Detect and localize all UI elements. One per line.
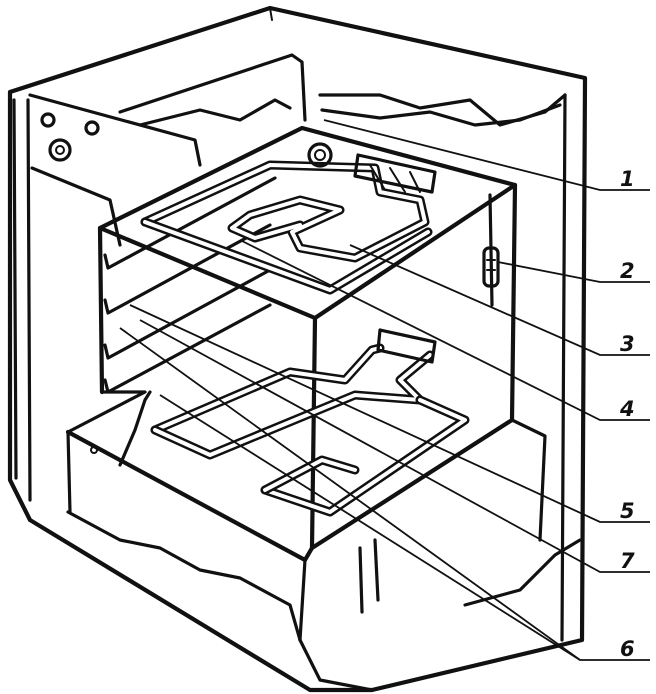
callout-2: 2 [620, 259, 635, 283]
callout-4: 4 [619, 397, 635, 421]
leader-lines [119, 119, 650, 661]
control-knobs [40, 112, 100, 162]
thermostat-sensor [482, 193, 500, 307]
callout-3: 3 [620, 332, 635, 356]
lower-heating-element [150, 328, 470, 517]
lamp-icon [307, 142, 333, 168]
upper-heating-element [140, 153, 437, 295]
oven-lamp [307, 142, 333, 168]
knob-large-icon [48, 138, 72, 162]
callout-labels: 1 2 3 4 5 7 6 [619, 167, 635, 661]
callout-1: 1 [620, 167, 635, 191]
knob-small-icon [40, 112, 56, 128]
oven-chamber [65, 125, 547, 642]
callout-6: 6 [620, 637, 635, 661]
callout-5: 5 [620, 499, 635, 523]
knob-small-icon [84, 120, 100, 136]
shelf-rails [103, 176, 277, 394]
sensor-bulb-icon [482, 246, 500, 288]
oven-cabinet [7, 5, 588, 693]
callout-7: 7 [620, 549, 635, 573]
supply-wire [118, 390, 152, 467]
